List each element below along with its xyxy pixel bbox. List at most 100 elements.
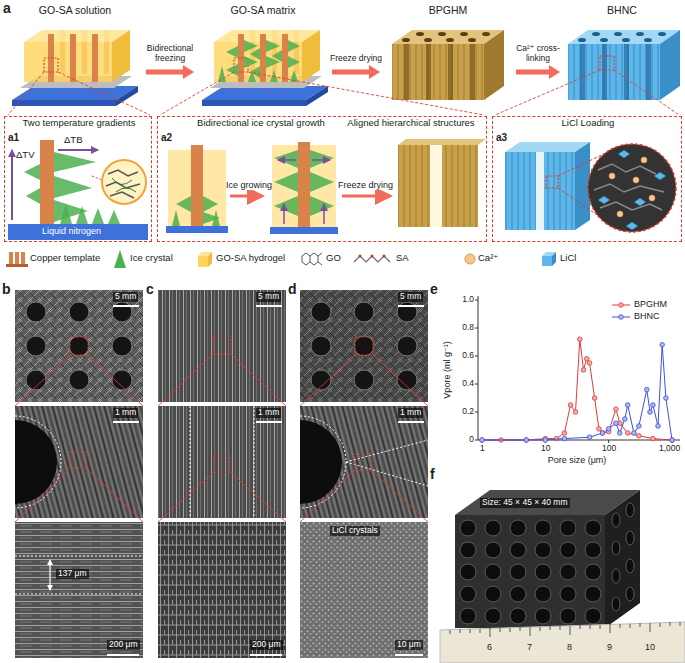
bhnc-illustration xyxy=(600,56,614,70)
bhnc-illustration xyxy=(622,38,630,42)
sem-column-c xyxy=(190,406,191,518)
matrix-illustration xyxy=(218,40,300,82)
sample-photo xyxy=(560,608,576,624)
bpghm-illustration xyxy=(484,30,504,100)
bpghm-illustration xyxy=(460,32,468,36)
axis-tick: 0 xyxy=(469,435,474,445)
section-heading: Bidirectional ice crystal growth xyxy=(194,118,328,129)
legend-icons xyxy=(114,250,126,268)
sem-column-b xyxy=(49,575,50,590)
panel-letter: e xyxy=(430,281,438,297)
sem-zoom-lines xyxy=(88,355,143,406)
bpghm-illustration xyxy=(448,44,453,100)
scale-label: 1 mm xyxy=(113,408,138,418)
scale-bars xyxy=(395,654,423,656)
pore-size-chart xyxy=(475,300,672,443)
scale-bars xyxy=(256,305,282,307)
ice-growth-illustration xyxy=(323,204,325,224)
temperature-gradient-illustration xyxy=(11,150,13,220)
axis-tick: 0.4 xyxy=(462,379,474,389)
process-arrow xyxy=(516,65,560,79)
pore-size-chart xyxy=(612,305,630,306)
sample-photo xyxy=(612,513,620,527)
stage-title: BHNC xyxy=(607,4,637,16)
sample-photo xyxy=(535,520,551,536)
matrix-illustration xyxy=(288,40,300,52)
sample-photo xyxy=(510,520,526,536)
temperature-gradient-illustration xyxy=(26,188,40,204)
bhnc-illustration xyxy=(580,44,585,100)
stage-title: BPGHM xyxy=(429,4,468,16)
ice-growth-illustration xyxy=(274,196,298,216)
sem-column-d xyxy=(300,290,428,658)
sem-column-d xyxy=(300,290,428,402)
temperature-gradient-illustration xyxy=(58,149,98,151)
licl-loading-illustration xyxy=(634,198,646,206)
scale-bars xyxy=(107,654,139,656)
legend-icons xyxy=(552,252,556,266)
bhnc-illustration xyxy=(658,32,666,36)
legend-icons xyxy=(208,252,212,267)
stage-title: GO-SA solution xyxy=(39,4,111,16)
scale-bars xyxy=(250,654,282,656)
process-arrow xyxy=(332,65,380,79)
matrix-illustration xyxy=(202,30,328,106)
sample-photo xyxy=(535,608,551,624)
solution-illustration xyxy=(116,86,138,106)
size-annotation: Size: 45 × 45 × 40 mm xyxy=(480,498,570,508)
legend-label: GO-SA hydrogel xyxy=(216,253,285,264)
panel-letter: f xyxy=(430,466,435,482)
pore-size-chart xyxy=(478,296,479,440)
temperature-gradient-illustration xyxy=(40,140,54,224)
scale-label: 1 mm xyxy=(398,408,423,418)
matrix-illustration xyxy=(266,40,280,52)
sample-photo xyxy=(450,622,680,637)
legend-label: BHNC xyxy=(634,311,660,321)
zoom-lines xyxy=(58,72,150,115)
temperature-gradient-illustration xyxy=(8,224,148,240)
axis-tick: 0.8 xyxy=(462,323,474,333)
temperature-gradient-illustration xyxy=(92,208,104,224)
ice-growth-illustration xyxy=(176,196,191,212)
ice-growth-illustration xyxy=(310,172,334,192)
axis-tick: 0.6 xyxy=(462,351,474,361)
bpghm-illustration xyxy=(446,38,454,42)
sem-column-b xyxy=(15,290,143,658)
axis-title: Pore size (μm) xyxy=(548,455,607,465)
sem-column-b xyxy=(69,370,89,390)
matrix-illustration xyxy=(272,50,282,62)
sem-column-b xyxy=(15,406,143,518)
panel-letter: a xyxy=(3,0,11,16)
ice-growth-illustration xyxy=(312,159,330,161)
sample-photo xyxy=(440,622,685,663)
sem-zoom-lines xyxy=(371,470,428,522)
ice-growth-illustration xyxy=(203,196,218,212)
licl-loading-illustration xyxy=(654,172,666,180)
plate-label: Liquid nitrogen xyxy=(42,226,101,236)
sample-photo xyxy=(485,520,501,536)
sem-zoom-lines xyxy=(373,355,428,406)
sem-zoom-lines xyxy=(15,355,70,406)
licl-loading-illustration xyxy=(598,196,610,204)
ice-growth-illustration xyxy=(166,226,228,233)
axis-title: Vpore (ml g⁻¹) xyxy=(442,341,452,398)
sample-photo xyxy=(485,542,501,558)
bpghm-illustration xyxy=(392,44,484,100)
sample-photo xyxy=(510,564,526,580)
legend-icons xyxy=(9,252,13,264)
bhnc-illustration xyxy=(644,38,652,42)
sample-photo xyxy=(626,503,634,517)
sem-column-d xyxy=(354,336,374,356)
bhnc-illustration xyxy=(592,32,600,36)
sem-column-d xyxy=(311,302,417,390)
sem-column-b xyxy=(69,336,89,356)
axis-tick: 100 xyxy=(602,444,616,454)
sample-photo xyxy=(626,559,634,573)
bpghm-illustration xyxy=(470,44,475,100)
bpghm-illustration xyxy=(392,30,504,100)
scale-label: 5 mm xyxy=(398,292,423,302)
zoom-lines xyxy=(8,70,679,115)
ruler-number: 9 xyxy=(607,642,612,652)
legend-label: Ice crystal xyxy=(130,253,173,264)
sem-zoom-lines xyxy=(300,470,355,522)
